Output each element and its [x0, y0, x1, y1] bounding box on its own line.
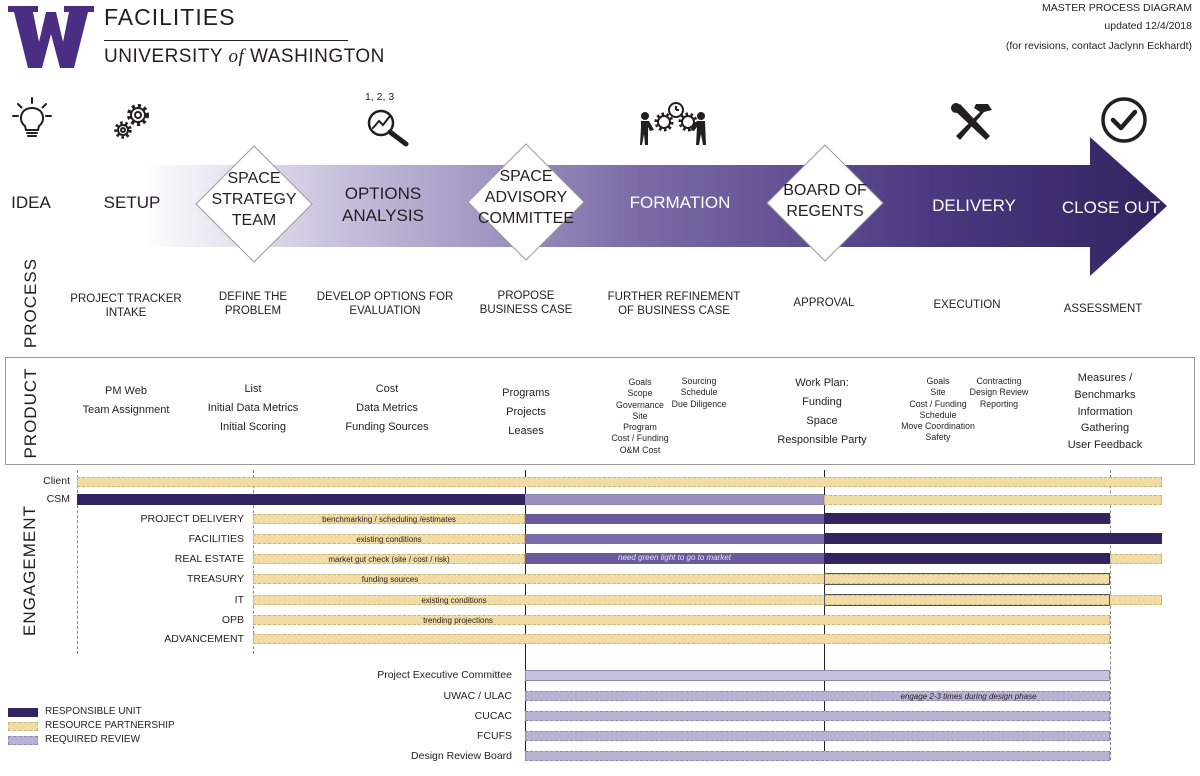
legend-swatch-review — [8, 736, 38, 745]
diamond-board-regents — [766, 144, 884, 262]
bar-real-estate-partnership: market gut check (site / cost / risk) — [253, 554, 525, 564]
row-label-cucac: CUCAC — [474, 710, 512, 722]
phase-setup: SETUP — [103, 193, 161, 212]
bar-drb-review — [525, 751, 1110, 761]
bar-project-delivery-partnership: benchmarking / scheduling /estimates — [253, 514, 525, 524]
updated-date: updated 12/4/2018 — [1104, 20, 1192, 32]
row-label-treasury: TREASURY — [187, 573, 244, 585]
bar-real-estate-responsible — [824, 553, 1110, 564]
tools-icon — [951, 103, 992, 140]
options-icon-caption: 1, 2, 3 — [365, 91, 395, 103]
bar-cucac-review — [525, 711, 1110, 721]
row-label-uwac: UWAC / ULAC — [443, 690, 512, 702]
bar-project-delivery-responsible — [824, 513, 1110, 524]
bar-fcufs-review — [525, 731, 1110, 741]
bar-opb-partnership: trending projections — [253, 615, 1110, 625]
row-label-facilities: FACILITIES — [188, 533, 244, 545]
uw-logo-w-shape — [8, 6, 94, 68]
bar-facilities-partnership: existing conditions — [253, 534, 525, 544]
row-label-opb: OPB — [221, 614, 244, 626]
bar-treasury-outline — [824, 573, 1110, 585]
row-label-pec: Project Executive Committee — [377, 669, 512, 681]
diamond-space-strategy — [195, 145, 313, 263]
brand-divider — [104, 40, 348, 41]
row-label-advancement: ADVANCEMENT — [164, 633, 244, 645]
magnifier-chart-icon — [367, 109, 409, 147]
bar-client-partnership — [77, 477, 1162, 487]
bar-uwac-review: engage 2-3 times during design phase — [525, 691, 1110, 701]
brand-facilities: FACILITIES — [104, 4, 236, 30]
row-label-real-estate: REAL ESTATE — [174, 553, 244, 565]
diamond-space-advisory — [467, 143, 585, 261]
bar-real-estate-shared: need green light to go to market — [525, 553, 824, 564]
legend-swatch-responsible — [8, 708, 38, 717]
bar-project-delivery-shared — [525, 514, 824, 524]
row-label-client: Client — [43, 475, 70, 487]
phase-arrow — [0, 137, 1167, 276]
legend-label-review: REQUIRED REVIEW — [45, 734, 141, 745]
bar-csm-responsible — [77, 494, 525, 505]
bar-it-outline — [824, 594, 1110, 606]
lightbulb-icon — [12, 97, 52, 137]
phase-formation: FORMATION — [629, 193, 731, 212]
product-box — [5, 357, 1195, 465]
bar-facilities-shared — [525, 534, 824, 544]
diagram-title: MASTER PROCESS DIAGRAM — [1042, 2, 1192, 14]
row-label-drb: Design Review Board — [411, 750, 512, 762]
bar-real-estate-partnership-end — [1110, 554, 1162, 564]
row-label-it: IT — [234, 594, 244, 606]
phase-close-out: CLOSE OUT — [1061, 198, 1161, 217]
row-label-csm: CSM — [46, 493, 70, 505]
phase-idea: IDEA — [11, 193, 51, 212]
revisions-contact: (for revisions, contact Jaclynn Eckhardt… — [1005, 40, 1192, 52]
process-step: APPROVAL — [793, 297, 855, 309]
gears-icon — [114, 104, 149, 139]
process-step: ASSESSMENT — [1063, 303, 1143, 315]
checkmark-circle-icon — [1101, 97, 1147, 143]
gridline — [1110, 470, 1111, 760]
section-product-label: PRODUCT — [21, 367, 40, 459]
brand-university: UNIVERSITY of WASHINGTON — [104, 46, 385, 67]
row-label-fcufs: FCUFS — [477, 730, 512, 742]
bar-it-partnership: existing conditions — [253, 595, 1162, 605]
team-gears-icon — [640, 102, 706, 145]
bar-csm-review — [525, 494, 824, 505]
legend-label-partnership: RESOURCE PARTNERSHIP — [45, 720, 175, 731]
phase-arrow-shape — [0, 137, 1167, 276]
bar-advancement-partnership — [253, 634, 1110, 644]
gridline — [77, 470, 78, 654]
process-step: EXECUTION — [933, 299, 1001, 311]
bar-facilities-responsible — [824, 533, 1162, 544]
legend-swatch-partnership — [8, 722, 38, 731]
bar-pec-review — [525, 670, 1110, 681]
bar-csm-partnership — [824, 495, 1162, 505]
uw-logo — [8, 6, 94, 68]
section-process-label: PROCESS — [21, 257, 40, 349]
phase-delivery: DELIVERY — [932, 196, 1016, 215]
legend-label-responsible: RESPONSIBLE UNIT — [45, 706, 142, 717]
row-label-project-delivery: PROJECT DELIVERY — [140, 513, 244, 525]
